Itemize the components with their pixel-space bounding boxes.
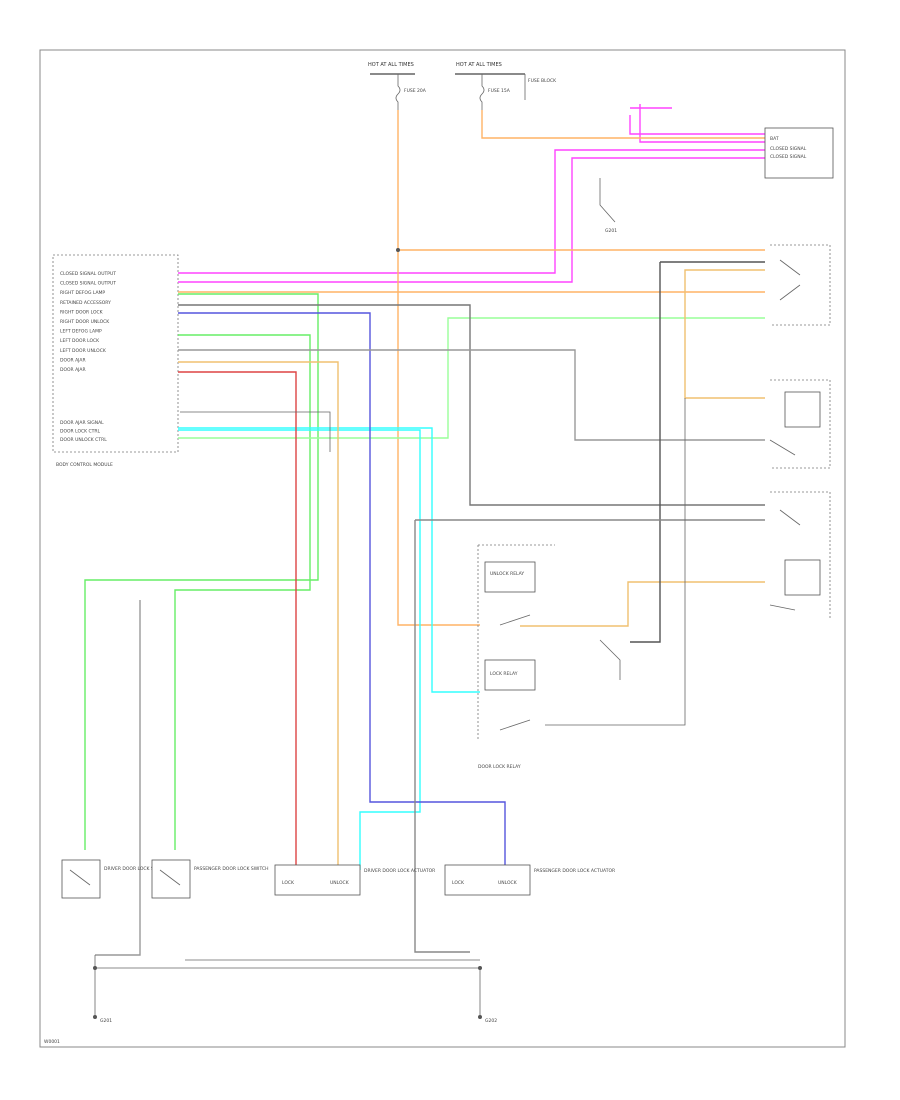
driver-door-lock-actuator: LOCK UNLOCK DRIVER DOOR LOCK ACTUATOR [274,864,435,896]
right-switches [545,244,831,726]
top-right-module: BAT CLOSED SIGNAL CLOSED SIGNAL G201 [599,127,834,234]
bcm-label: BODY CONTROL MODULE [56,462,113,468]
svg-text:BAT: BAT [770,136,779,142]
passenger-actuator-label: PASSENGER DOOR LOCK ACTUATOR [534,868,615,874]
ground-right-label: G202 [485,1018,497,1024]
driver-actuator-unlock-label: UNLOCK [330,880,350,886]
diagram-frame [39,49,846,1048]
passenger-actuator-lock-label: LOCK [452,880,465,886]
bcm-pin-6: LEFT DEFOG LAMP [60,329,102,335]
hot-at-all-times-right-label: HOT AT ALL TIMES [456,62,502,68]
lock-relay-label: LOCK RELAY [490,671,518,677]
bcm-pin-lower-2: DOOR UNLOCK CTRL [60,437,107,443]
bcm-pin-list: CLOSED SIGNAL OUTPUT CLOSED SIGNAL OUTPUT… [60,271,116,373]
driver-door-lock-switch: DRIVER DOOR LOCK SWITCH [61,859,169,899]
bcm-pin-5: RIGHT DOOR UNLOCK [60,319,110,325]
svg-text:G201: G201 [605,228,617,234]
passenger-door-lock-switch-label: PASSENGER DOOR LOCK SWITCH [194,866,268,872]
ground-left-label: G201 [100,1018,112,1024]
bcm-pin-lower-0: DOOR AJAR SIGNAL [60,420,104,426]
ground-left: G201 [93,1005,112,1024]
driver-door-lock-switch-label: DRIVER DOOR LOCK SWITCH [104,866,169,872]
svg-text:CLOSED SIGNAL: CLOSED SIGNAL [770,154,807,160]
bcm-pin-lower-1: DOOR LOCK CTRL [60,429,101,435]
wire-harness [84,104,765,1005]
figure-id: W0001 [44,1039,60,1045]
driver-actuator-lock-label: LOCK [282,880,295,886]
unlock-relay-label: UNLOCK RELAY [490,571,524,577]
ground-right: G202 [478,1005,497,1024]
bcm-pin-8: LEFT DOOR UNLOCK [60,348,107,354]
bcm-pin-10: DOOR AJAR [60,367,86,373]
driver-actuator-label: DRIVER DOOR LOCK ACTUATOR [364,868,435,874]
door-lock-relay: UNLOCK RELAY LOCK RELAY DOOR LOCK RELAY [477,544,621,770]
fuse-left-label: FUSE 20A [404,88,427,94]
hot-at-all-times-left-label: HOT AT ALL TIMES [368,62,414,68]
passenger-door-lock-switch: PASSENGER DOOR LOCK SWITCH [151,859,268,899]
fuse-block: HOT AT ALL TIMES HOT AT ALL TIMES FUSE B… [368,62,557,110]
bcm-pin-4: RIGHT DOOR LOCK [60,309,104,315]
bcm-pin-list-lower: DOOR AJAR SIGNAL DOOR LOCK CTRL DOOR UNLOC… [60,420,107,443]
bcm-pin-1: CLOSED SIGNAL OUTPUT [60,281,116,287]
passenger-actuator-unlock-label: UNLOCK [498,880,518,886]
svg-text:CLOSED SIGNAL: CLOSED SIGNAL [770,146,807,152]
door-lock-relay-label: DOOR LOCK RELAY [478,764,521,770]
body-control-module: CLOSED SIGNAL OUTPUT CLOSED SIGNAL OUTPUT… [52,254,179,468]
fuse-block-label: FUSE BLOCK [528,78,557,84]
bcm-pin-0: CLOSED SIGNAL OUTPUT [60,271,116,277]
bcm-pin-3: RETAINED ACCESSORY [60,300,111,306]
bcm-pin-2: RIGHT DEFOG LAMP [60,290,105,296]
bcm-pin-7: LEFT DOOR LOCK [60,338,100,344]
bcm-pin-9: DOOR AJAR [60,357,86,363]
fuse-right-label: FUSE 15A [488,88,511,94]
passenger-door-lock-actuator: LOCK UNLOCK PASSENGER DOOR LOCK ACTUATOR [444,864,615,896]
